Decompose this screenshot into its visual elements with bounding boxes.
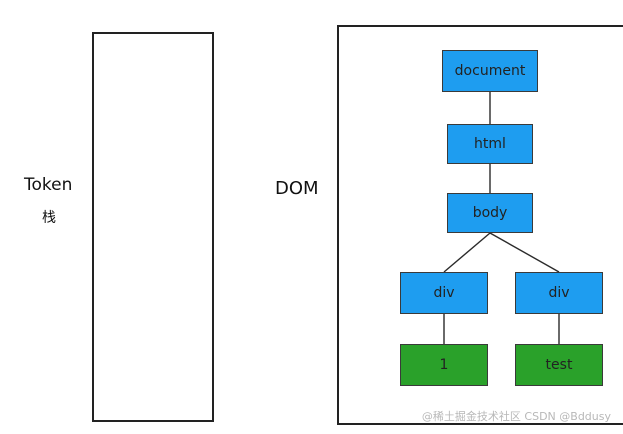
node-document: document (442, 50, 538, 92)
watermark: @稀土掘金技术社区 CSDN @Bddusy (421, 410, 611, 423)
edge-body-div2 (489, 232, 560, 273)
node-text2: test (515, 344, 603, 386)
node-text1: 1 (400, 344, 488, 386)
node-div2: div (515, 272, 603, 314)
node-body: body (447, 193, 533, 233)
node-div1: div (400, 272, 488, 314)
token-label: Token (24, 175, 73, 195)
token-stack-box (92, 32, 214, 422)
dom-label: DOM (275, 178, 319, 199)
node-html: html (447, 124, 533, 164)
edge-body-div1 (443, 232, 491, 273)
stack-label: 栈 (42, 210, 56, 226)
